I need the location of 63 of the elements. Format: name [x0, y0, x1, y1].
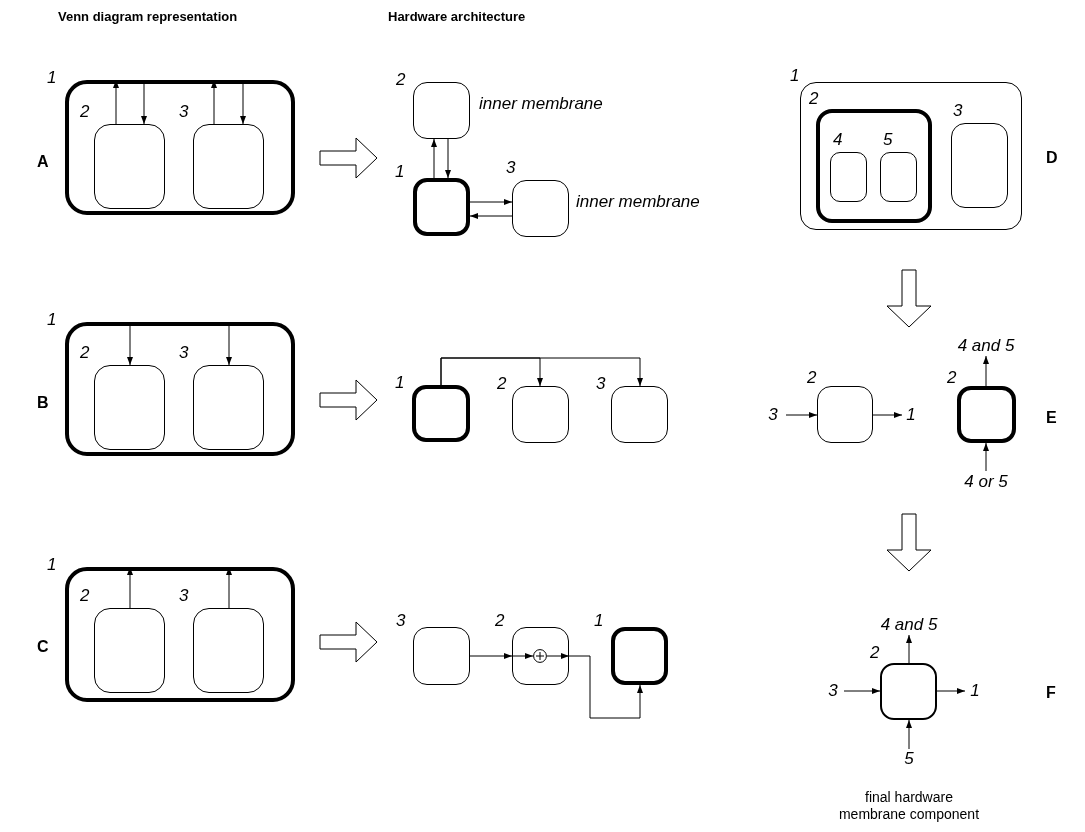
row-letter: B [37, 393, 50, 413]
arrow [469, 199, 513, 205]
terminal-label: 3 [760, 405, 786, 425]
membrane-caption: inner membrane [479, 94, 603, 114]
adder-symbol [533, 649, 547, 663]
arrow [469, 213, 513, 219]
membrane-number: 2 [809, 89, 819, 109]
membrane-number: 2 [80, 343, 90, 363]
row-letter: F [1046, 683, 1057, 703]
arrow [936, 688, 966, 694]
terminal-label: 4 and 5 [875, 614, 943, 635]
arrow [785, 412, 818, 418]
arrow [546, 653, 570, 659]
membrane-number: 2 [497, 374, 507, 394]
membrane-number: 2 [870, 643, 880, 663]
membrane-number: 3 [953, 101, 963, 121]
membrane-number: 3 [179, 586, 189, 606]
terminal-label: 5 [898, 749, 920, 769]
terminal-label: 1 [965, 681, 985, 701]
membrane-number: 2 [80, 102, 90, 122]
membrane-number: 1 [395, 373, 405, 393]
arrow [872, 412, 903, 418]
terminal-label: 4 or 5 [955, 471, 1017, 492]
arrow [431, 138, 437, 179]
figure-caption: final hardware membrane component [837, 789, 981, 823]
membrane-number: 1 [395, 162, 405, 182]
arrow [843, 688, 881, 694]
membrane-number: 2 [80, 586, 90, 606]
arrow [983, 442, 989, 472]
arrow [906, 719, 912, 750]
column-heading: Venn diagram representation [58, 8, 239, 26]
membrane-number: 3 [506, 158, 516, 178]
arrow [440, 357, 643, 387]
row-letter: E [1046, 408, 1058, 428]
arrow [511, 653, 534, 659]
arrow [568, 655, 643, 719]
membrane-number: 1 [47, 310, 57, 330]
membrane-number: 2 [947, 368, 957, 388]
membrane-number: 2 [807, 368, 817, 388]
terminal-label: 4 and 5 [952, 335, 1020, 356]
membrane-number: 4 [833, 130, 843, 150]
membrane-number: 2 [396, 70, 406, 90]
membrane-number: 1 [47, 68, 57, 88]
row-letter: A [37, 152, 50, 172]
arrow [469, 653, 513, 659]
membrane-number: 3 [179, 343, 189, 363]
arrow [983, 355, 989, 387]
row-letter: D [1046, 148, 1059, 168]
column-heading: Hardware architecture [388, 8, 527, 26]
membrane-number: 1 [790, 66, 800, 86]
membrane-number: 3 [179, 102, 189, 122]
arrow [445, 138, 451, 179]
membrane-number: 3 [596, 374, 606, 394]
membrane-number: 5 [883, 130, 893, 150]
membrane-number: 2 [495, 611, 505, 631]
membrane-number: 3 [396, 611, 406, 631]
arrow [906, 634, 912, 664]
membrane-number: 1 [47, 555, 57, 575]
terminal-label: 1 [902, 405, 920, 425]
membrane-number: 1 [594, 611, 604, 631]
membrane-caption: inner membrane [576, 192, 700, 212]
row-letter: C [37, 637, 50, 657]
terminal-label: 3 [822, 681, 844, 701]
